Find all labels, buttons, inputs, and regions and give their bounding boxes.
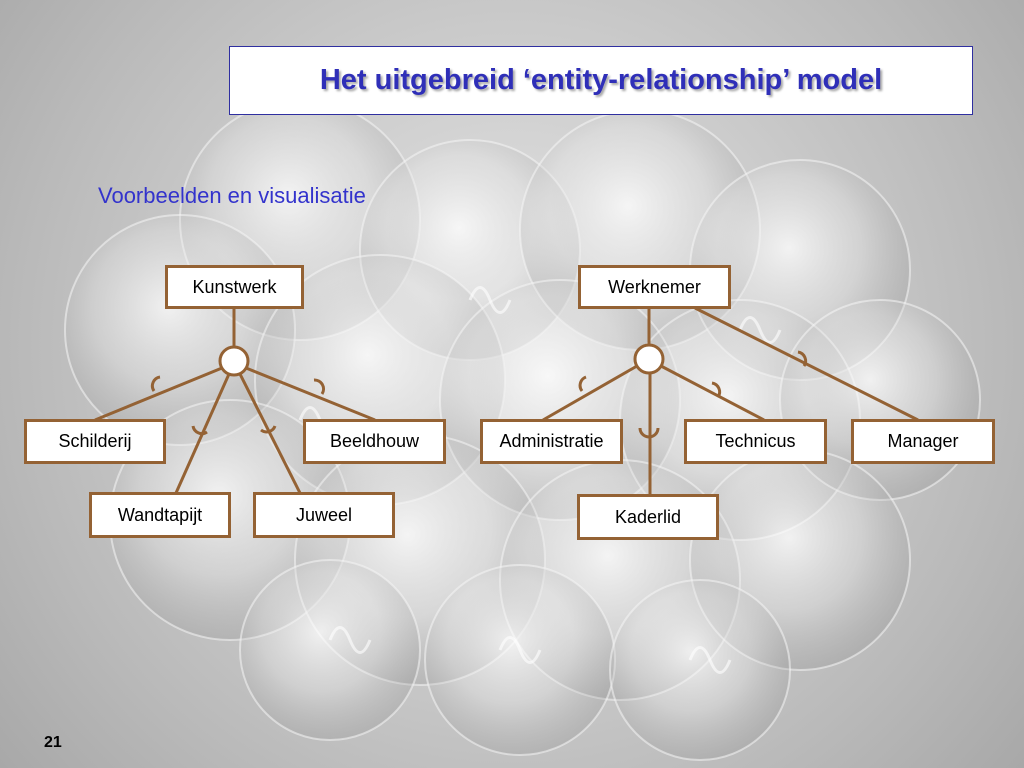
slide-title: Het uitgebreid ‘entity-relationship’ mod… [319,64,883,96]
right-subset-symbol-4 [797,350,808,367]
right-subset-symbol-2 [638,427,660,439]
left-subset-symbol-3 [260,425,277,434]
title-box: Het uitgebreid ‘entity-relationship’ mod… [229,46,973,115]
left-subset-symbol-2 [191,425,208,436]
entity-administratie: Administratie [480,419,623,464]
right-specialization-circle [633,343,665,375]
left-subset-symbol-4 [313,378,326,395]
left-line-schilderij [94,366,223,422]
entity-wandtapijt: Wandtapijt [89,492,231,538]
left-subset-symbol-1 [150,375,161,392]
entity-beeldhouw: Beeldhouw [303,419,446,464]
left-line-juweel [238,373,302,494]
left-line-beeldhouw [245,366,376,422]
right-line-administratie [542,364,638,422]
right-subset-symbol-3 [711,381,722,398]
slide-subtitle: Voorbeelden en visualisatie [98,183,366,208]
page-number: 21 [44,734,62,751]
entity-kunstwerk: Kunstwerk [165,265,304,309]
entity-kaderlid: Kaderlid [577,494,719,540]
entity-werknemer: Werknemer [578,265,731,309]
entity-juweel: Juweel [253,492,395,538]
left-specialization-circle [218,345,250,377]
right-line-technicus [660,364,765,422]
entity-technicus: Technicus [684,419,827,464]
entity-schilderij: Schilderij [24,419,166,464]
entity-manager: Manager [851,419,995,464]
right-subset-symbol-1 [578,375,587,392]
